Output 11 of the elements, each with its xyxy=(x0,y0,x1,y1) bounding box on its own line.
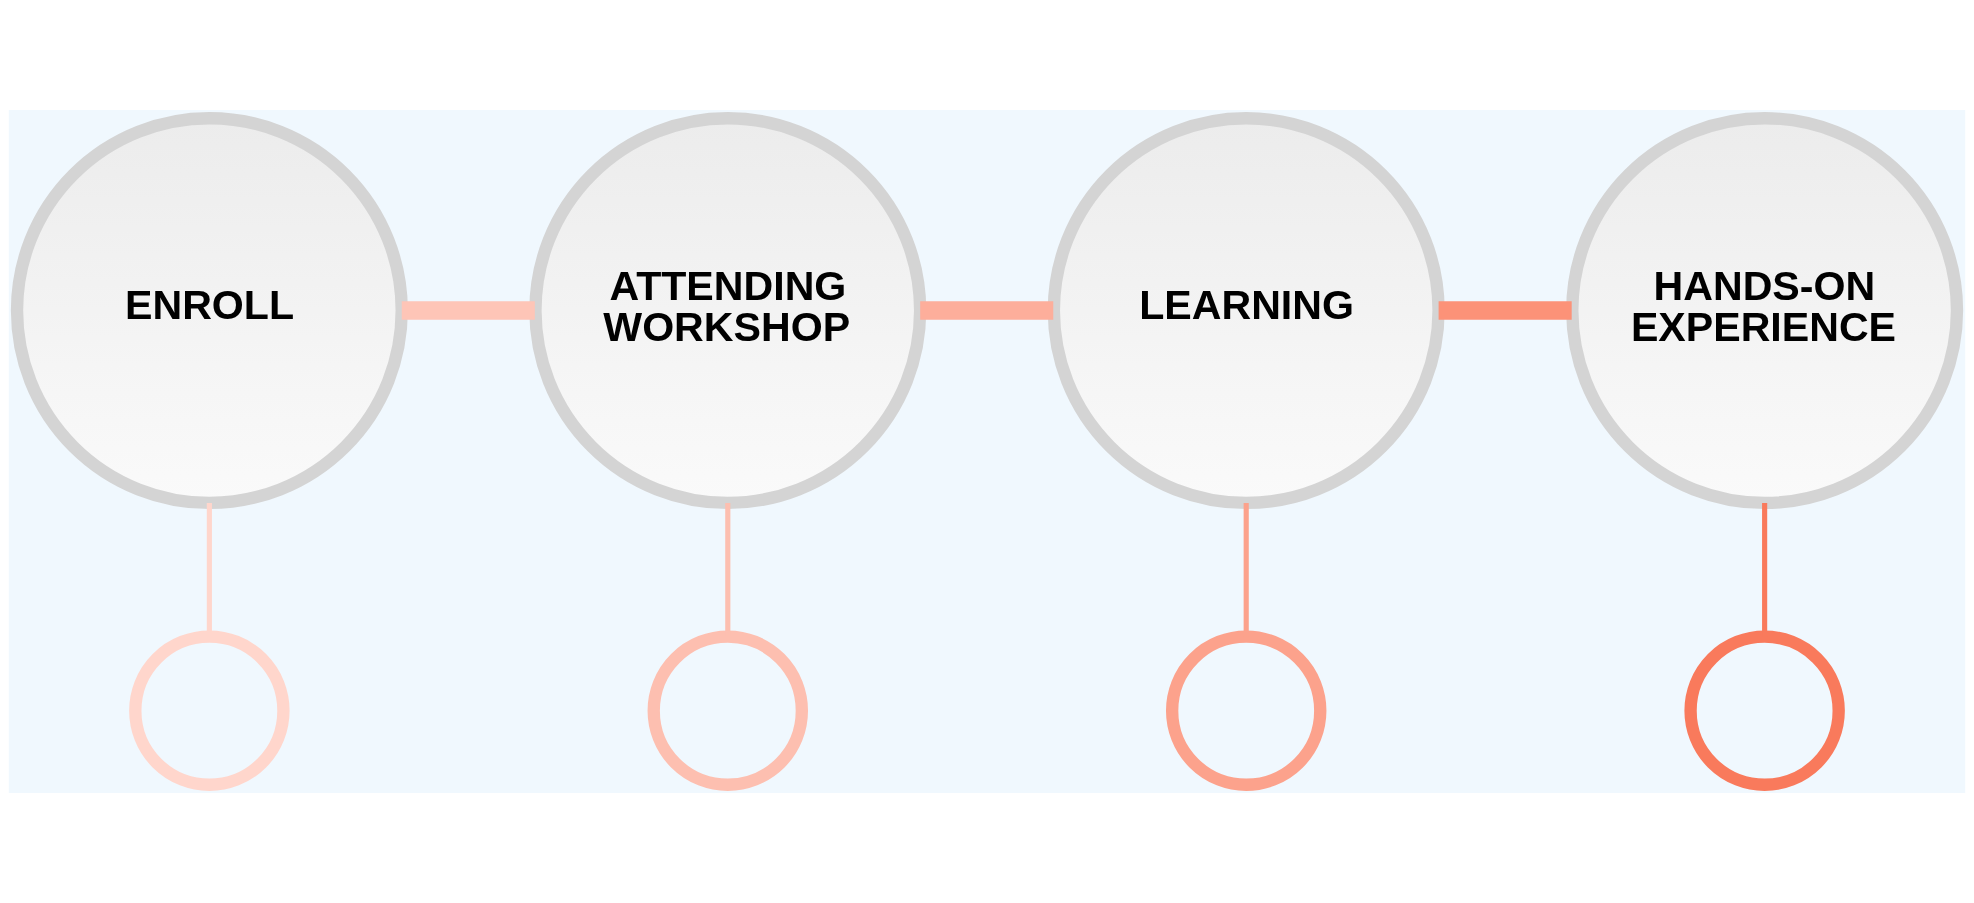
node-circle: HANDS-ON EXPERIENCE xyxy=(1566,112,1964,510)
node-circle: LEARNING xyxy=(1047,112,1445,510)
node-circle xyxy=(647,630,808,791)
connector xyxy=(920,301,1054,320)
node-circle: ENROLL xyxy=(10,112,408,510)
node-circle xyxy=(1166,630,1327,791)
node-circle xyxy=(129,630,290,791)
node-circle xyxy=(1684,630,1845,791)
connector xyxy=(1438,301,1572,320)
node-circle: ATTENDING WORKSHOP xyxy=(529,112,927,510)
connector xyxy=(401,301,535,320)
